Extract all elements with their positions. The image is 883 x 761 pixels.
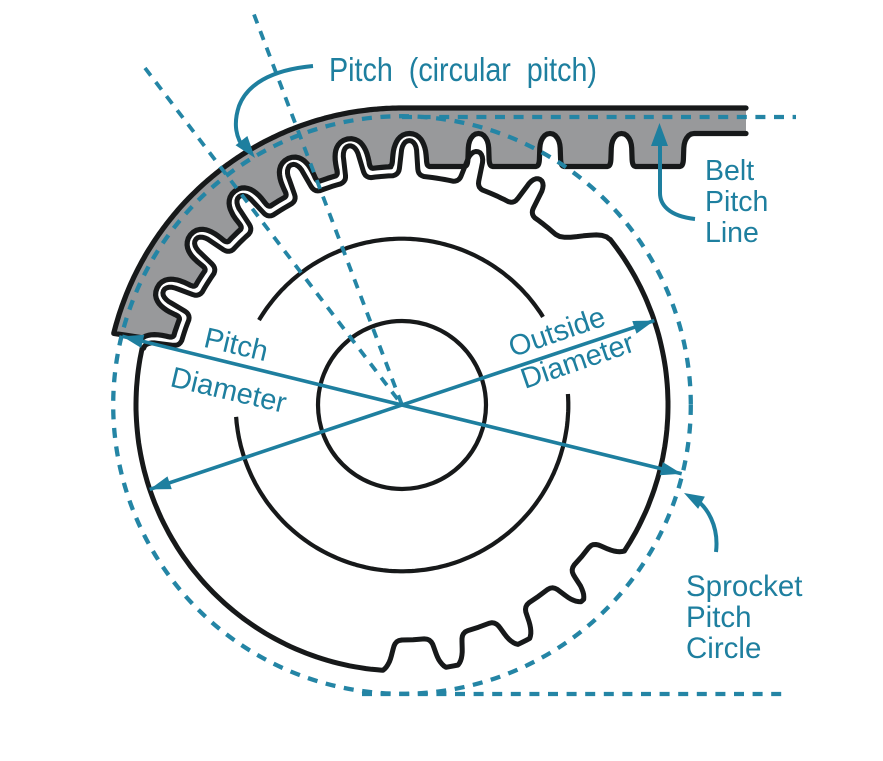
svg-text:Belt: Belt <box>705 155 754 187</box>
svg-text:Pitch: Pitch <box>705 186 768 218</box>
svg-text:Pitch: Pitch <box>686 601 752 634</box>
svg-text:Circle: Circle <box>686 632 761 665</box>
svg-text:Line: Line <box>705 217 759 249</box>
svg-text:Pitch (circular pitch): Pitch (circular pitch) <box>329 52 597 89</box>
svg-text:Sprocket: Sprocket <box>686 570 802 603</box>
